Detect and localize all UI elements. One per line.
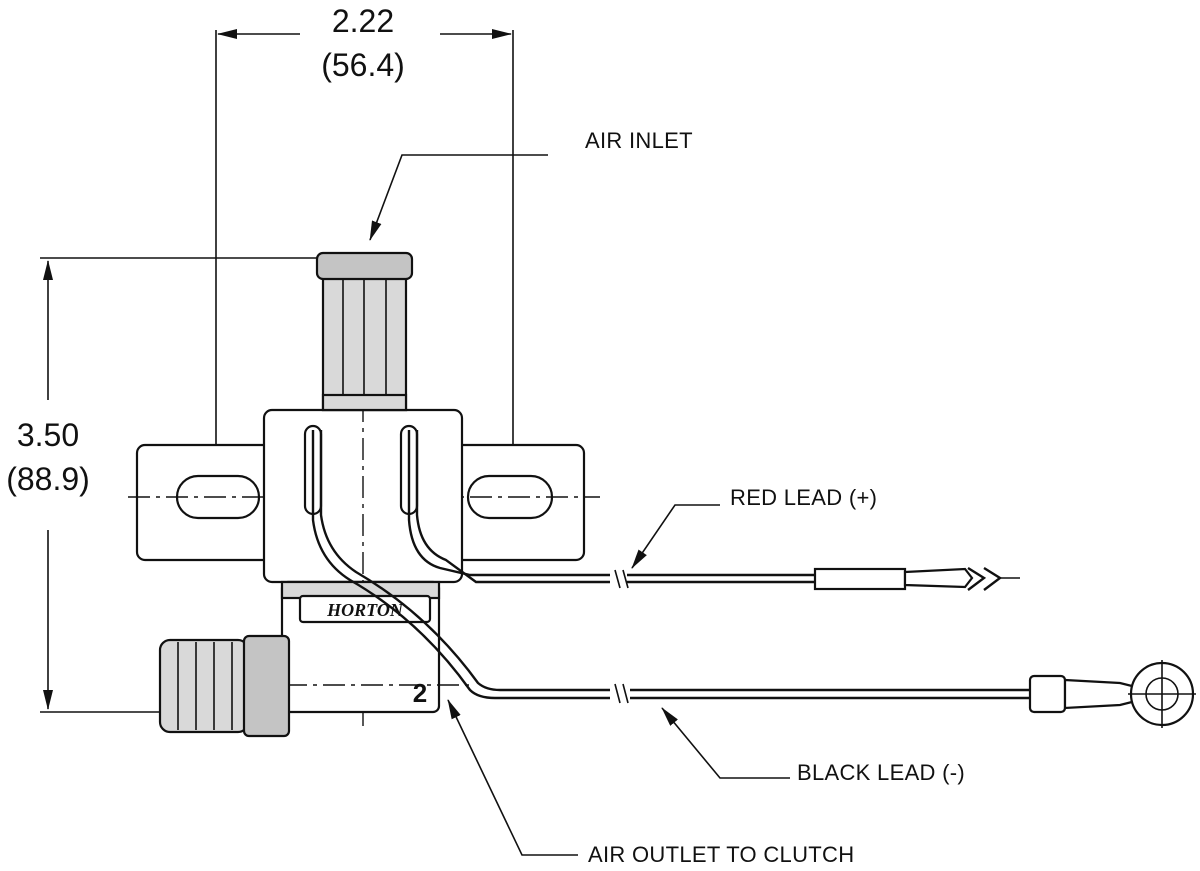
width-inches-label: 2.22: [332, 3, 394, 39]
black-lead-wire: [311, 430, 1196, 728]
fitting-nut: [315, 251, 414, 281]
callout-red-lead: RED LEAD (+): [631, 485, 877, 569]
inlet-fitting: [315, 251, 414, 412]
brand-plate: [298, 594, 432, 624]
red-lead-sleeve: [813, 567, 907, 591]
red-lead-terminal: [903, 567, 974, 589]
black-lead-label: BLACK LEAD (-): [797, 760, 965, 785]
height-mm-label: (88.9): [6, 461, 90, 497]
black-lead-crimp: [1028, 674, 1067, 714]
lead-break-marks: [614, 569, 629, 704]
width-dimension: 2.22 (56.4): [215, 3, 514, 540]
brand-label: HORTON: [326, 600, 404, 620]
port-number-label: 2: [413, 678, 427, 708]
red-lead-wire: [407, 430, 1020, 591]
outlet-fitting: [158, 634, 291, 738]
valve-body: HORTON 2: [280, 580, 470, 714]
red-lead-label: RED LEAD (+): [730, 485, 877, 510]
height-inches-label: 3.50: [17, 417, 79, 453]
callout-air-inlet: AIR INLET: [369, 128, 693, 241]
air-outlet-label: AIR OUTLET TO CLUTCH: [588, 842, 854, 867]
air-inlet-label: AIR INLET: [585, 128, 693, 153]
width-mm-label: (56.4): [321, 47, 405, 83]
height-dimension: 3.50 (88.9): [6, 257, 330, 713]
callout-air-outlet: AIR OUTLET TO CLUTCH: [447, 699, 854, 867]
callout-black-lead: BLACK LEAD (-): [661, 707, 965, 785]
outlet-fitting-nut: [242, 634, 291, 738]
outlet-fitting-sleeve: [158, 638, 250, 734]
